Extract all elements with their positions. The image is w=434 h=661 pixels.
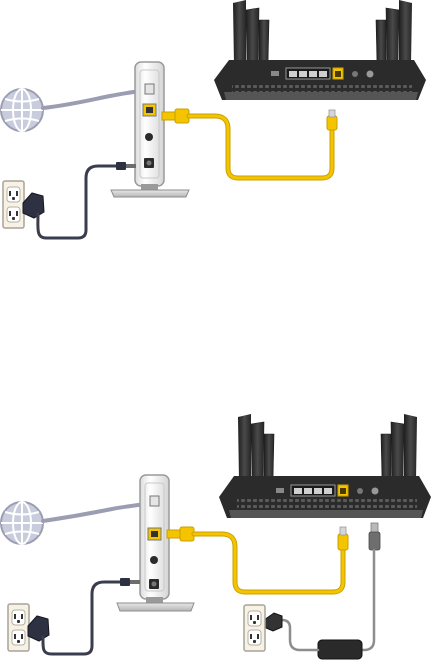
wall-outlet-icon <box>8 604 29 651</box>
internet-globe-icon <box>1 89 43 131</box>
internet-cable <box>43 90 146 108</box>
internet-globe-icon <box>1 502 43 544</box>
router-antenna-right-1 <box>399 0 412 64</box>
wall-outlet-icon <box>244 605 265 651</box>
router-antenna-left-1 <box>238 414 251 480</box>
router-antenna-right-3 <box>381 434 391 480</box>
router-power-brick <box>318 640 362 659</box>
internet-cable <box>43 503 152 521</box>
modem-power-button <box>145 133 153 141</box>
modem-power-adapter <box>23 162 136 238</box>
router-antenna-left-3 <box>264 434 274 480</box>
router-power-switch <box>357 488 363 494</box>
modem-power-button <box>150 556 158 564</box>
router-power-jack <box>367 71 374 78</box>
modem-device <box>111 62 189 197</box>
router-usb-port <box>276 488 284 493</box>
ethernet-cable <box>162 109 337 178</box>
router-antenna-right-3 <box>376 20 386 64</box>
ethernet-cable <box>167 527 348 592</box>
panel-step-2 <box>1 414 431 659</box>
wall-outlet-icon <box>3 181 24 228</box>
router-power-switch <box>352 71 358 77</box>
router-power-jack <box>372 488 379 495</box>
router-antenna-left-2 <box>251 422 264 480</box>
modem-coax-port <box>145 84 154 94</box>
router-device <box>214 0 426 100</box>
router-device <box>219 414 431 518</box>
router-usb-port <box>271 71 279 76</box>
router-antenna-right-1 <box>404 414 417 480</box>
panel-step-1 <box>1 0 426 238</box>
router-antenna-left-2 <box>246 8 259 64</box>
router-antenna-left-1 <box>233 0 246 64</box>
modem-power-adapter <box>28 578 140 654</box>
modem-coax-port <box>150 496 159 506</box>
router-antenna-right-2 <box>391 422 404 480</box>
router-antenna-right-2 <box>386 8 399 64</box>
router-antenna-left-3 <box>259 20 269 64</box>
modem-device <box>117 475 194 611</box>
